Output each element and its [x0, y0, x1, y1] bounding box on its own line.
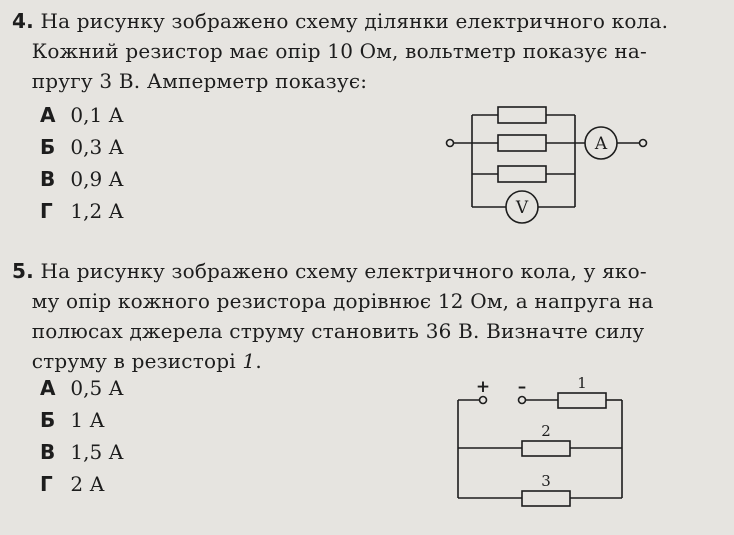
resistor-middle [497, 134, 547, 152]
option-text: 0,5 А [70, 376, 124, 400]
option-letter: Г [40, 472, 53, 496]
option-letter: Г [40, 199, 53, 223]
resistor-top [497, 106, 547, 124]
question-5-options: А 0,5 А Б 1 А В 1,5 А Г 2 А [40, 372, 124, 500]
option-4-b: Б 0,3 А [40, 131, 124, 163]
question-4-line2: Кожний резистор має опір 10 Ом, вольтмет… [31, 39, 647, 63]
option-letter: Б [40, 135, 56, 159]
question-5-text: 5. На рисунку зображено схему електрично… [12, 256, 712, 376]
option-text: 1,5 А [70, 440, 124, 464]
option-5-d: Г 2 А [40, 468, 124, 500]
option-letter: А [40, 103, 56, 127]
question-5-number: 5. [12, 259, 34, 283]
ammeter-label: A [594, 134, 608, 154]
circuit-diagram-5: + – 1 2 3 [457, 374, 623, 507]
plus-terminal [478, 395, 488, 405]
left-terminal [445, 138, 455, 148]
option-5-a: А 0,5 А [40, 372, 124, 404]
question-4-line3: пругу 3 В. Амперметр показує: [31, 69, 368, 93]
option-5-c: В 1,5 А [40, 436, 124, 468]
question-4-number: 4. [12, 9, 34, 33]
question-5-line1: На рисунку зображено схему електричного … [40, 259, 647, 283]
circuit-diagram-4: A V [445, 106, 648, 224]
voltmeter-label: V [515, 198, 529, 218]
question-4-text: 4. На рисунку зображено схему ділянки ел… [12, 6, 712, 96]
question-5-line2: му опір кожного резистора дорівнює 12 Ом… [31, 289, 654, 313]
right-terminal [638, 138, 648, 148]
question-5-line3: полюсах джерела струму становить 36 В. В… [31, 319, 645, 343]
question-5-line4-post: . [255, 349, 262, 373]
option-text: 2 А [70, 472, 105, 496]
option-4-d: Г 1,2 А [40, 195, 124, 227]
plus-label: + [476, 377, 490, 397]
resistor-1-label: 1 [577, 374, 587, 392]
option-5-b: Б 1 А [40, 404, 124, 436]
resistor-2 [521, 440, 571, 457]
option-4-c: В 0,9 А [40, 163, 124, 195]
option-text: 1,2 А [70, 199, 124, 223]
resistor-1 [557, 392, 607, 409]
option-letter: В [40, 167, 56, 191]
show-through-text [200, 105, 205, 123]
question-5: 5. На рисунку зображено схему електрично… [12, 256, 712, 376]
resistor-2-label: 2 [541, 422, 551, 440]
question-5-line4-pre: струму в резисторі [31, 349, 243, 373]
question-4: 4. На рисунку зображено схему ділянки ел… [12, 6, 712, 96]
minus-terminal [517, 395, 527, 405]
resistor-3-label: 3 [541, 472, 551, 490]
resistor-number: 1 [242, 349, 256, 373]
question-4-options: А 0,1 А Б 0,3 А В 0,9 А Г 1,2 А [40, 99, 124, 227]
option-letter: А [40, 376, 56, 400]
minus-label: – [518, 377, 527, 397]
resistor-bottom [497, 165, 547, 183]
option-text: 0,3 А [70, 135, 124, 159]
option-text: 0,9 А [70, 167, 124, 191]
option-text: 0,1 А [70, 103, 124, 127]
option-letter: Б [40, 408, 56, 432]
option-4-a: А 0,1 А [40, 99, 124, 131]
resistor-3 [521, 490, 571, 507]
option-text: 1 А [70, 408, 105, 432]
question-4-line1: На рисунку зображено схему ділянки елект… [40, 9, 669, 33]
option-letter: В [40, 440, 56, 464]
